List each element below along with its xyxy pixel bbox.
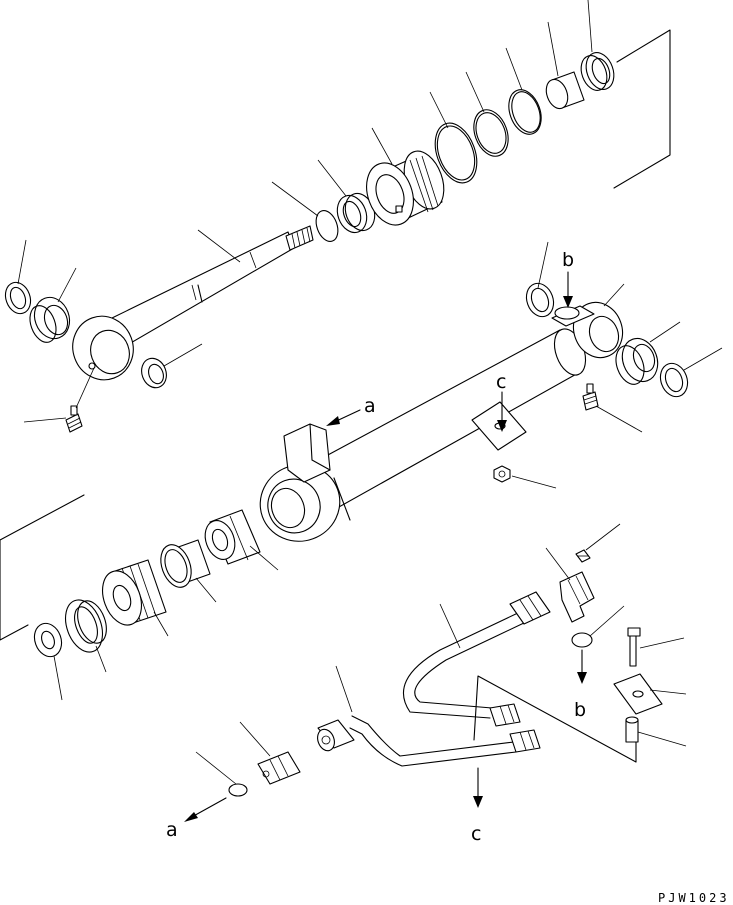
ref-a-bottom: a [166, 819, 178, 841]
pipe-fitting-nut-mid2 [509, 729, 541, 753]
ref-a-top: a [364, 395, 376, 417]
union-o-ring [228, 783, 248, 797]
piston-rod [72, 225, 314, 381]
bottom-seal-right [659, 362, 689, 398]
wear-ring [64, 599, 107, 653]
rod-eye-bushing [29, 296, 71, 343]
left-bracket [0, 494, 85, 641]
ref-b-top: b [562, 249, 574, 271]
arrow-b-bottom [577, 649, 587, 684]
rod-bearing [336, 192, 376, 234]
grease-fitting-rod [65, 405, 83, 433]
hose-bracket [473, 675, 637, 763]
rod-bushing [545, 71, 585, 110]
bottom-eye [551, 301, 624, 376]
dust-seal [580, 52, 615, 91]
snap-ring-upper [315, 210, 339, 242]
rod-eye-seal-left [4, 281, 32, 315]
arrow-a-top [326, 409, 361, 426]
ref-c-top: c [496, 371, 506, 393]
pipe-fitting-nut-mid1 [489, 703, 521, 727]
elbow-o-ring [571, 632, 593, 648]
cylinder-tube [259, 329, 581, 542]
elbow-plug [575, 549, 591, 563]
cylinder-head [366, 150, 445, 226]
tube-port-block [283, 423, 331, 483]
union-fitting [257, 751, 301, 785]
ref-c-bottom: c [471, 823, 481, 845]
ref-b-bottom: b [574, 699, 586, 721]
grease-fitting-bottom [582, 383, 599, 411]
rod-seal-ring [508, 89, 542, 135]
elbow-fitting [559, 571, 595, 623]
rod-eye-seal-right [141, 357, 167, 389]
bottom-seal-left [525, 282, 555, 318]
bottom-bushing [615, 337, 659, 385]
clamp-plate-lower [613, 673, 663, 715]
head-o-ring [434, 122, 478, 184]
piston-nut [204, 509, 261, 565]
piston [102, 559, 167, 626]
piston-spacer [33, 622, 63, 658]
leader-lines [17, 0, 723, 785]
drawing-code: PJW1023 [658, 891, 730, 905]
piston-ring [160, 539, 211, 588]
pipe-short [349, 715, 517, 767]
arrow-c-bottom [473, 767, 483, 808]
clamp-spacer [625, 716, 639, 743]
arrow-b-top [563, 271, 573, 308]
clamp-nut [493, 465, 511, 483]
upper-bracket [613, 29, 671, 189]
arrow-c-top [497, 391, 507, 432]
pipe-fitting-nut-left [317, 719, 355, 752]
clamp-bolt [627, 627, 641, 667]
arrow-a-bottom [184, 797, 227, 822]
pipe-long [402, 611, 527, 719]
head-backup-ring [473, 109, 509, 157]
pipe-fitting-nut-upper [509, 591, 551, 625]
